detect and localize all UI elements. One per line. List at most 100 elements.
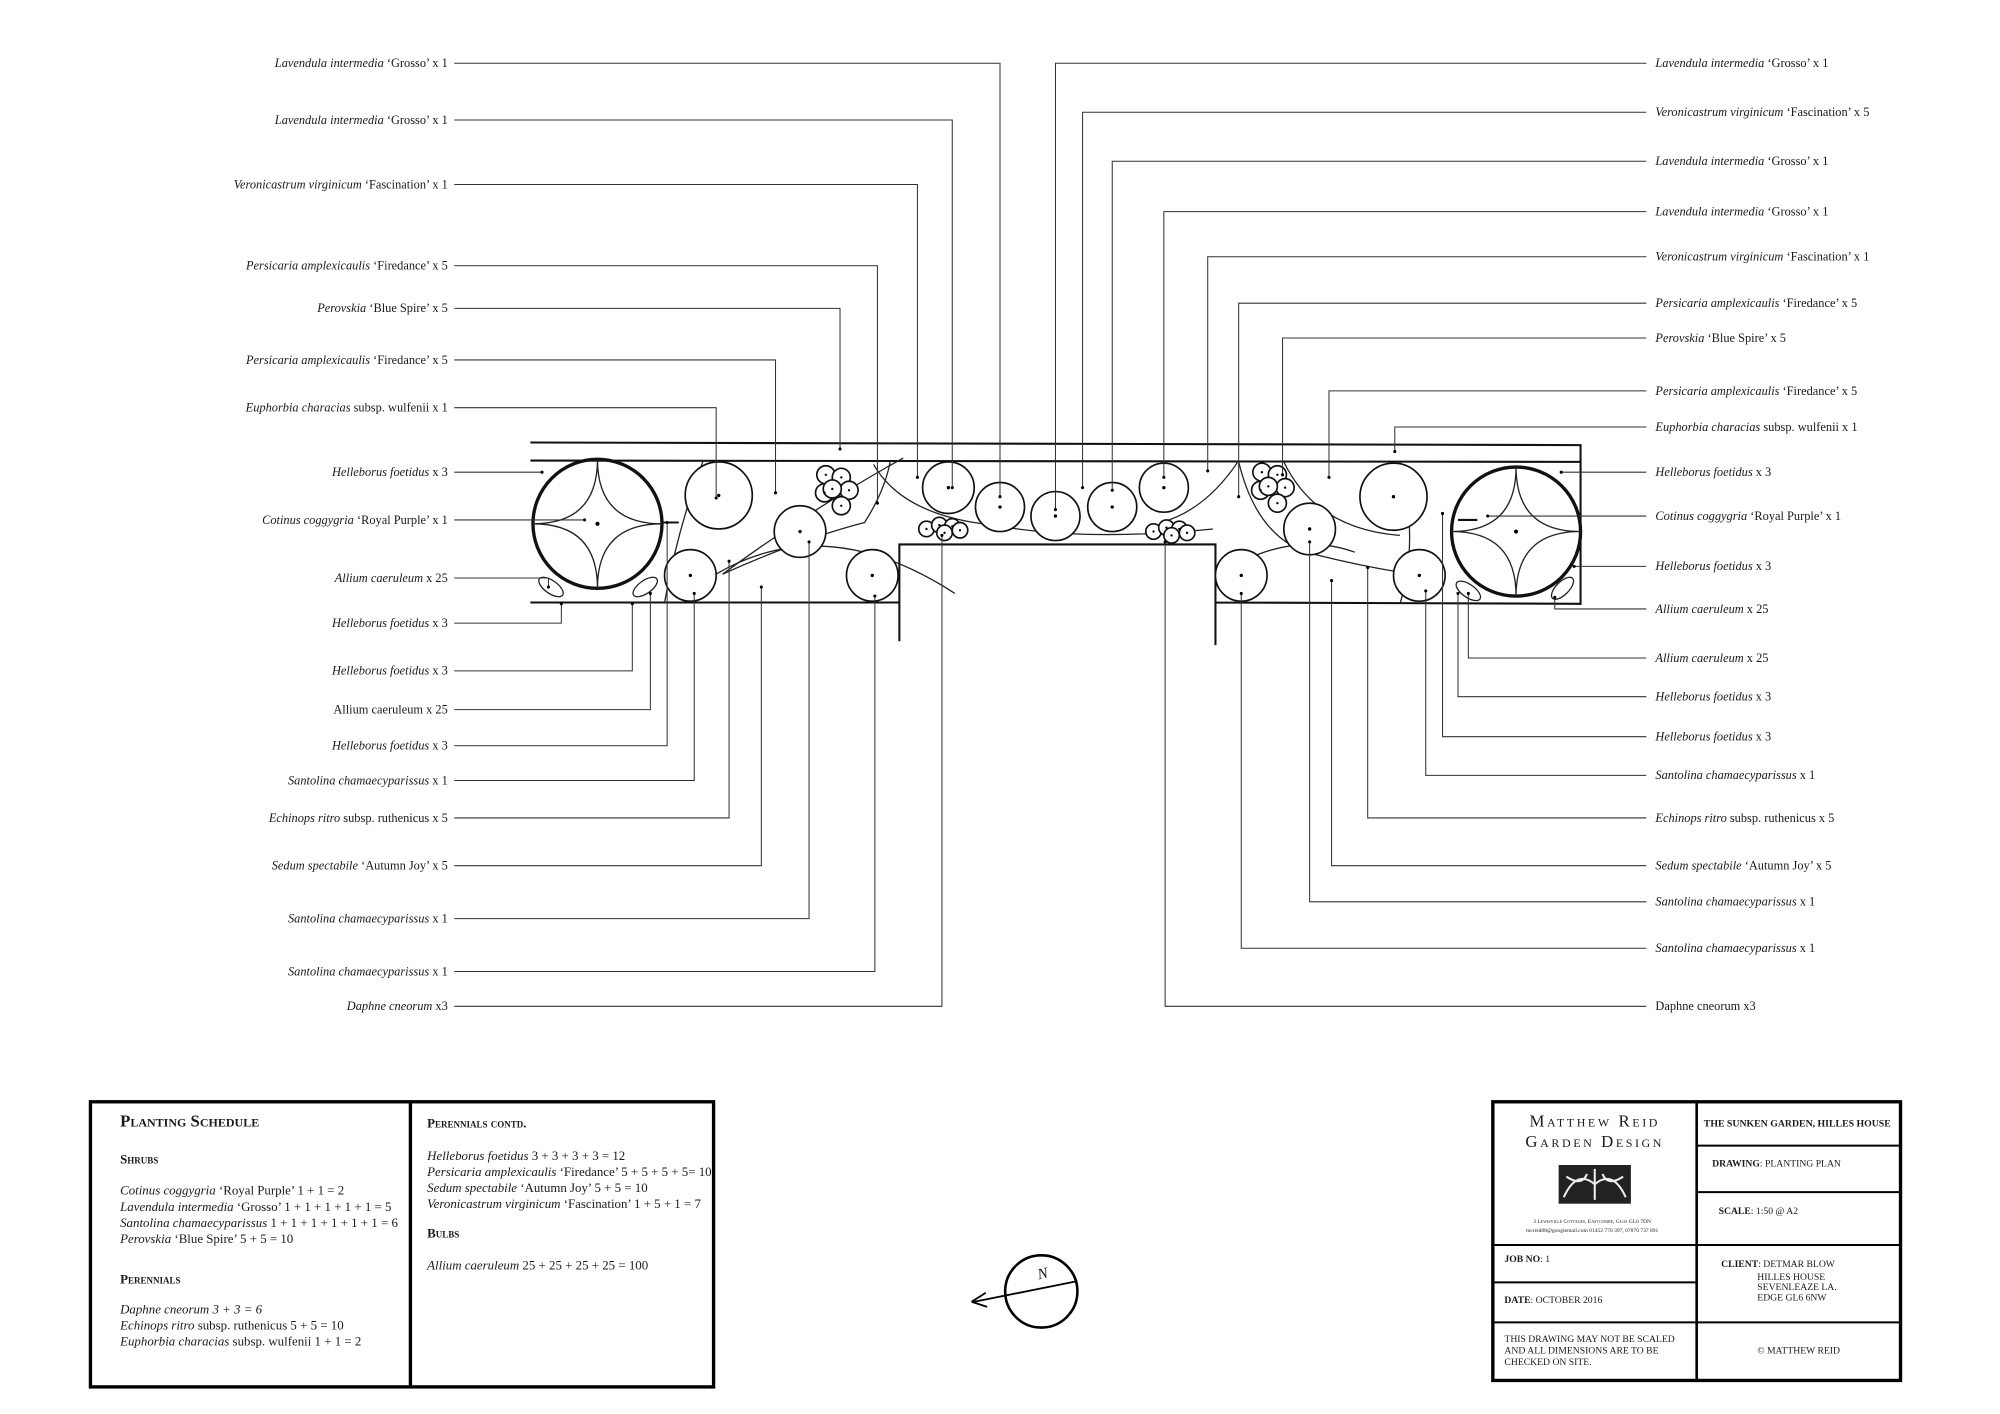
quantity-sum: 3 + 3 + 3 + 3 = 12 [529,1149,626,1163]
quantity-sum: ‘Firedance’ 5 + 5 + 5 + 5= 10 [556,1165,711,1179]
leader-dot [1486,514,1490,518]
leader-line [1240,593,1647,949]
leader-dot [873,594,877,598]
cultivar-quantity: ‘Grosso’ x 1 [384,113,448,127]
leader-dot [915,475,919,479]
leader-line [1309,541,1647,903]
leader-line [1082,111,1647,488]
plant-label: Lavendula intermedia ‘Grosso’ x 1 [1162,204,1828,479]
species-name: Allium caeruleum [334,571,423,585]
species-name: Helleborus foetidus [1654,465,1752,479]
plant-circle [921,461,976,515]
cultivar-quantity: Allium caeruleum x 25 [333,702,447,716]
leader-dot [940,533,944,537]
plant-circle [845,548,899,603]
date-value: : OCTOBER 2016 [1531,1295,1603,1306]
cultivar-quantity: x 3 [1753,690,1772,704]
plant-circle [1359,462,1428,532]
plant-circle [1030,490,1081,542]
leader-line [1328,390,1647,478]
quantity-sum: 25 + 25 + 25 + 25 = 100 [519,1259,648,1273]
plant-circle [663,548,718,603]
plant-label-text: Persicaria amplexicaulis ‘Firedance’ x 5 [245,353,448,367]
schedule-line: Cotinus coggygria ‘Royal Purple’ 1 + 1 =… [120,1184,344,1198]
plant-label-text: Lavendula intermedia ‘Grosso’ x 1 [1654,56,1828,70]
cultivar-quantity: x 25 [423,571,448,585]
quantity-sum: ‘Grosso’ 1 + 1 + 1 + 1 + 1 = 5 [234,1200,392,1214]
plant-symbols [663,461,1446,603]
schedule-line: Daphne cneorum 3 + 3 = 6 [119,1302,263,1316]
plant-label: Helleborus foetidus x 3 [331,465,544,479]
plant-label-text: Santolina chamaecyparissus x 1 [1655,768,1815,782]
plant-label: Helleborus foetidus x 3 [331,602,563,630]
leader-line [454,307,841,449]
species-name: Persicaria amplexicaulis [245,353,370,367]
svg-text:DRAWING: PLANTING PLAN: DRAWING: PLANTING PLAN [1712,1158,1841,1169]
leader-line [1554,597,1647,610]
client-line: EDGE GL6 6NW [1757,1292,1827,1303]
species-name: Santolina chamaecyparissus [1655,768,1796,782]
plant-label: Veronicastrum virginicum ‘Fascination’ x… [1081,105,1869,490]
cultivar-quantity: subsp. ruthenicus x 5 [340,811,448,825]
north-label: N [1035,1264,1051,1283]
client-line: : DETMAR BLOW [1758,1259,1836,1270]
schedule-line: Helleborus foetidus 3 + 3 + 3 + 3 = 12 [426,1149,625,1163]
plant-label: Perovskia ‘Blue Spire’ x 5 [1280,331,1786,477]
leader-line [454,265,878,504]
species-name: Allium caeruleum [426,1259,519,1273]
quantity-sum: ‘Autumn Joy’ 5 + 5 = 10 [517,1181,648,1195]
plant-label: Perovskia ‘Blue Spire’ x 5 [316,301,842,451]
plant-label-text: Euphorbia characias subsp. wulfenii x 1 [245,401,448,415]
plant-label: Helleborus foetidus x 3 [331,602,634,678]
cultivar-quantity: x 1 [1797,768,1816,782]
leader-dot [807,540,811,544]
leader-dot [875,501,879,505]
plant-labels: Lavendula intermedia ‘Grosso’ x 1Lavendu… [234,56,1870,1013]
leader-line [1425,590,1647,776]
leader-dot [773,491,778,495]
species-name: Echinops ritro [119,1318,195,1332]
plant-label-text: Helleborus foetidus x 3 [331,739,448,753]
cultivar-quantity: ‘Fascination’ x 5 [1783,105,1869,119]
plant-label: Helleborus foetidus x 3 [1456,591,1772,704]
leader-dot [714,496,718,500]
leader-dot [1572,564,1576,568]
cultivar-quantity: ‘Grosso’ x 1 [1764,154,1828,168]
leader-dot [1162,475,1166,479]
client-line: HILLES HOUSE [1757,1272,1825,1283]
cultivar-quantity: ‘Firedance’ x 5 [1779,296,1857,310]
shrubs-heading: Shrubs [120,1153,158,1167]
species-name: Persicaria amplexicaulis [426,1165,556,1179]
leader-line [454,62,1001,497]
leader-dot [630,602,634,606]
plant-label: Echinops ritro subsp. ruthenicus x 5 [1366,566,1834,825]
plant-label-text: Santolina chamaecyparissus x 1 [1655,895,1815,909]
plant-label-text: Lavendula intermedia ‘Grosso’ x 1 [1654,154,1828,168]
species-name: Lavendula intermedia [1654,154,1764,168]
leader-dot [1424,589,1428,593]
plant-label-text: Allium caeruleum x 25 [334,571,448,585]
species-name: Cotinus coggygria [262,513,354,527]
plant-label-text: Persicaria amplexicaulis ‘Firedance’ x 5 [245,259,448,273]
plant-label: Helleborus foetidus x 3 [1572,559,1771,573]
leader-line [454,603,562,624]
cultivar-quantity: ‘Royal Purple’ x 1 [354,513,448,527]
plant-label-text: Helleborus foetidus x 3 [1654,559,1771,573]
species-name: Euphorbia characias [245,401,351,415]
perennials-contd-heading: Perennials contd. [427,1117,526,1131]
leader-line [454,183,918,478]
species-name: Persicaria amplexicaulis [1654,296,1779,310]
schedule-line: Euphorbia characias subsp. wulfenii 1 + … [119,1335,361,1349]
cultivar-quantity: ‘Firedance’ x 5 [370,353,448,367]
quantity-sum: 1 + 1 + 1 + 1 + 1 + 1 = 6 [267,1216,398,1230]
plant-label: Euphorbia characias subsp. wulfenii x 1 [1393,420,1858,454]
cultivar-quantity: ‘Grosso’ x 1 [1764,204,1828,218]
species-name: Helleborus foetidus [331,739,429,753]
leader-dot [1053,508,1058,512]
leader-line [454,603,633,672]
plant-label: Euphorbia characias subsp. wulfenii x 1 [245,401,718,500]
leader-line [454,561,730,819]
cultivar-quantity: subsp. wulfenii x 1 [1760,420,1857,434]
schedule-line: Allium caeruleum 25 + 25 + 25 + 25 = 100 [426,1259,648,1273]
